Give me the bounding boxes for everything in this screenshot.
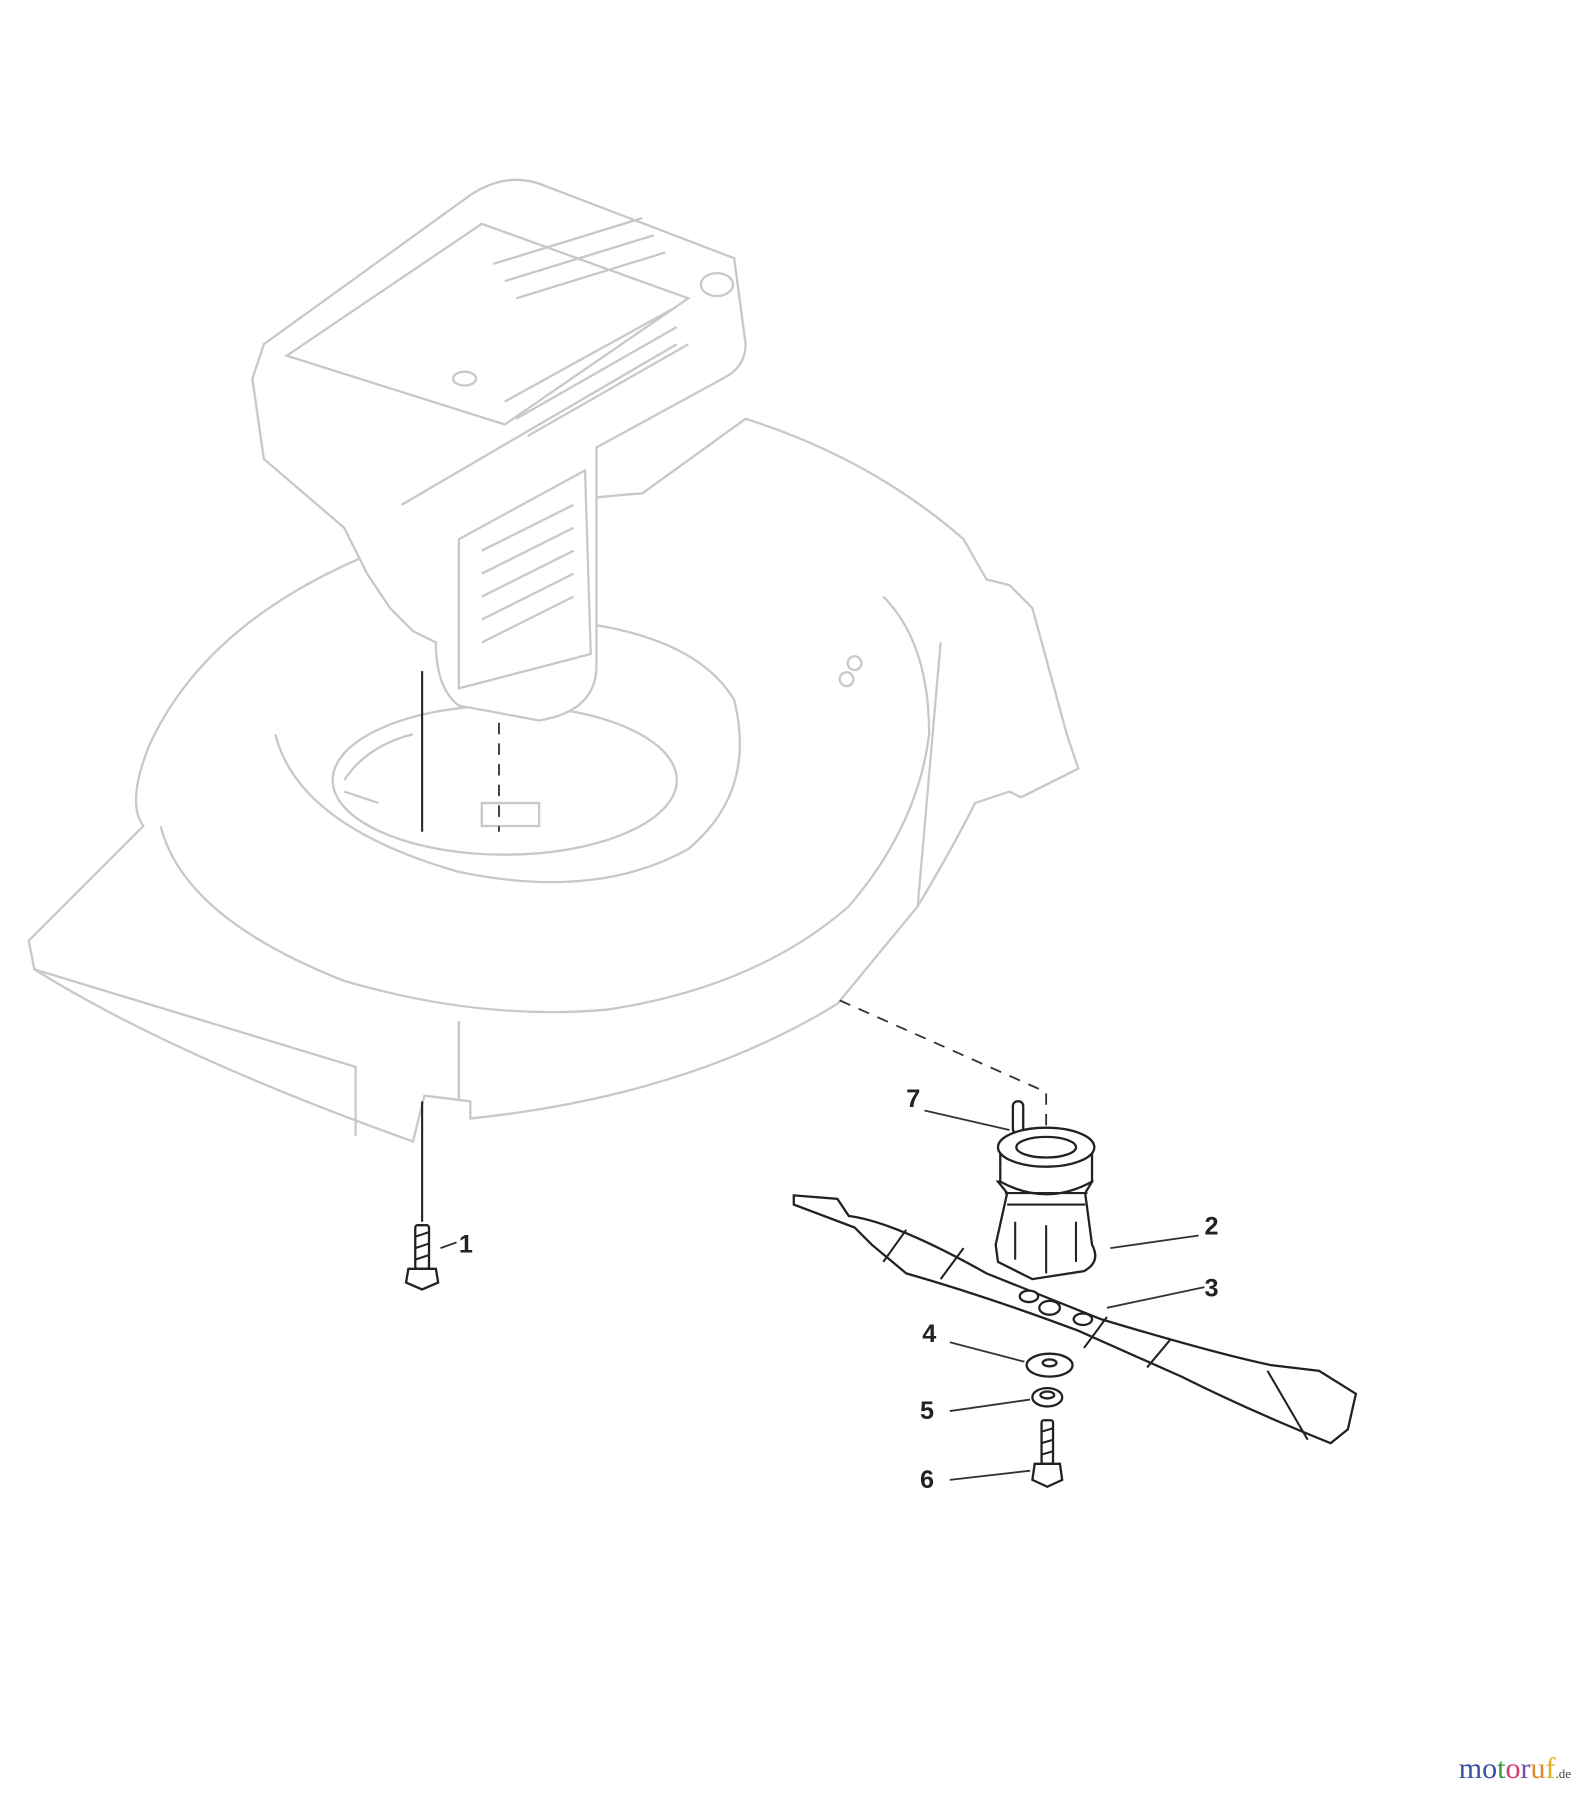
logo-letter: o: [1482, 1752, 1498, 1785]
motoruf-watermark-logo: motoruf.de: [1459, 1752, 1571, 1786]
callout-2: 2: [1204, 1212, 1218, 1240]
callout-6: 6: [920, 1466, 934, 1494]
callout-5: 5: [920, 1397, 934, 1425]
part-5-spring-washer[interactable]: [1031, 1386, 1064, 1408]
callout-3: 3: [1204, 1274, 1218, 1302]
logo-letter: u: [1530, 1752, 1546, 1785]
callout-7: 7: [906, 1085, 920, 1113]
part-4-washer[interactable]: [1025, 1352, 1074, 1378]
part-6-blade-bolt[interactable]: [1031, 1419, 1064, 1489]
mower-deck-ghost: [27, 417, 1080, 1143]
logo-letter: m: [1458, 1752, 1483, 1785]
part-7-key[interactable]: [1011, 1100, 1025, 1135]
logo-letter: t: [1497, 1752, 1506, 1785]
part-2-blade-hub[interactable]: [994, 1126, 1097, 1281]
logo-brand: motoruf: [1459, 1752, 1556, 1786]
callout-1: 1: [459, 1231, 473, 1259]
engine-ghost: [251, 178, 747, 722]
part-1-bolt[interactable]: [404, 1101, 440, 1291]
logo-tld: .de: [1555, 1766, 1571, 1781]
logo-letter: f: [1545, 1752, 1556, 1785]
callout-4: 4: [922, 1320, 936, 1348]
logo-letter: r: [1520, 1752, 1531, 1785]
logo-letter: o: [1505, 1752, 1521, 1785]
part-3-blade[interactable]: [792, 1194, 1358, 1445]
